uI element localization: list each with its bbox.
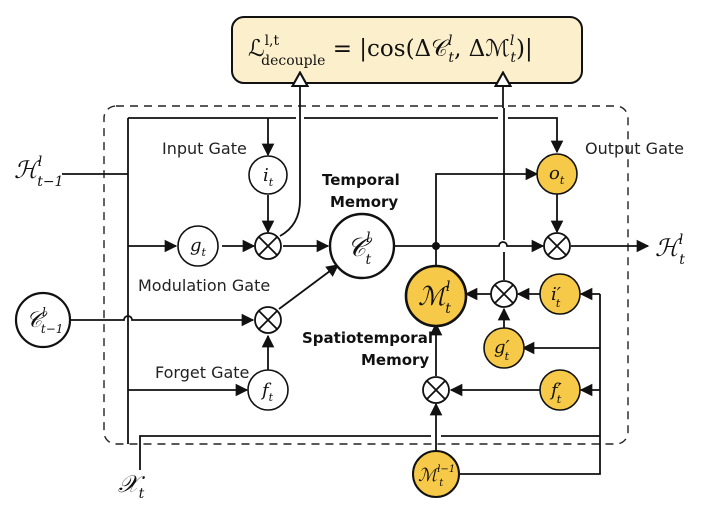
output-gate-node [536,153,578,195]
forget-gate-node [247,369,289,411]
temporal-to-output-gate [435,167,539,246]
m-prev-node [412,450,460,498]
input-gate-symbol: it [263,165,274,189]
output-gate-symbol: ot [549,163,565,187]
spatiotemporal-memory-label-2: Memory [361,351,429,369]
modulation-gate-label: Modulation Gate [138,276,270,295]
modulation-prime-gate-node [483,327,525,369]
x-wire [139,435,600,470]
temporal-input-multiplier [254,232,282,260]
forget-mult-to-temporal [278,264,340,310]
forget-prime-gate-node [539,369,581,411]
spatiotemporal-forget-multiplier [422,376,450,404]
input-prime-gate-node [539,273,581,315]
temporal-memory-label-1: Temporal [322,171,400,189]
temporal-memory-node [328,212,396,280]
x-label: 𝒳t [118,470,146,502]
forget-prime-gate-symbol: f′t [549,380,562,406]
forget-gate-label: Forget Gate [155,363,249,382]
mult-to-delta-c [279,108,301,237]
spatiotemporal-memory-label-1: Spatiotemporal [302,329,433,347]
input-gate-node [248,155,288,195]
spatiotemporal-memory-node [404,264,468,328]
cell-boundary [103,105,629,445]
modulation-gate-node [177,225,219,267]
c-prev-node [14,291,72,349]
output-gate-label: Output Gate [585,139,684,158]
modulation-gate-symbol: gt [190,235,207,259]
right-bus [458,294,601,475]
output-multiplier [543,232,571,260]
c-prev-wire [71,313,255,327]
junction-dot [432,242,440,250]
loss-formula-box [231,16,583,84]
input-gate-label: Input Gate [162,139,247,158]
temporal-memory-label-2: Memory [330,193,398,211]
input-prime-gate-symbol: i′t [551,284,561,310]
spatiotemporal-input-multiplier [490,280,518,308]
modulation-prime-gate-symbol: g′t [494,337,510,363]
temporal-out-wire [395,239,545,253]
temporal-forget-multiplier [254,306,282,334]
